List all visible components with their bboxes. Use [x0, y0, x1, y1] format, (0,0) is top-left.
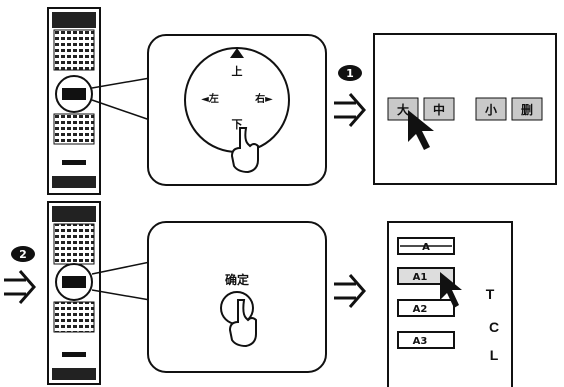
- svg-text:A2: A2: [413, 304, 428, 315]
- svg-text:删: 删: [521, 102, 533, 117]
- dpad-down-label: 下: [232, 118, 243, 131]
- arrow-right-icon: [334, 274, 366, 308]
- svg-text:中: 中: [433, 102, 445, 117]
- svg-text:A1: A1: [413, 272, 428, 283]
- dpad-left-label: ◄左: [201, 92, 219, 105]
- zoom-bubble-2: 确定: [147, 221, 327, 373]
- svg-text:A: A: [422, 242, 430, 253]
- arrow-right-icon: [334, 93, 366, 127]
- zoom-bubble-1: 上 ◄左 右► 下: [147, 34, 327, 186]
- menu-item-3: A2: [397, 299, 455, 317]
- arrow-up-icon: [230, 48, 244, 58]
- tab-item-3: 小: [475, 97, 507, 121]
- pressing-hand-icon: [228, 299, 257, 348]
- step-badge-1: 1: [338, 65, 362, 81]
- menu-item-1: A: [397, 237, 455, 255]
- menu-item-4: A3: [397, 331, 455, 349]
- tab-item-4: 删: [511, 97, 543, 121]
- cursor-icon: [440, 272, 462, 308]
- svg-text:1: 1: [346, 67, 354, 80]
- svg-text:A3: A3: [413, 336, 428, 347]
- remote-control-1: [47, 7, 101, 195]
- side-letter-c: C: [489, 319, 499, 335]
- ok-button-label: 确定: [225, 272, 249, 287]
- side-letter-l: L: [490, 347, 499, 363]
- cursor-icon: [408, 110, 434, 150]
- pressing-hand-icon: [230, 127, 259, 174]
- dpad-right-label: 右►: [254, 92, 273, 105]
- remote-control-2: [47, 201, 101, 385]
- result-screen-2: A A1 A2 A3 T C L: [387, 221, 513, 387]
- svg-text:小: 小: [485, 102, 497, 117]
- step-badge-2: 2: [11, 246, 35, 262]
- arrow-right-icon: [4, 270, 36, 304]
- svg-text:2: 2: [19, 248, 27, 261]
- tab-item-2: 中: [423, 97, 455, 121]
- svg-text:大: 大: [397, 102, 409, 117]
- dpad-up-label: 上: [232, 64, 243, 78]
- result-screen-1: 大 中 小 删: [373, 33, 557, 185]
- side-letter-t: T: [486, 286, 495, 302]
